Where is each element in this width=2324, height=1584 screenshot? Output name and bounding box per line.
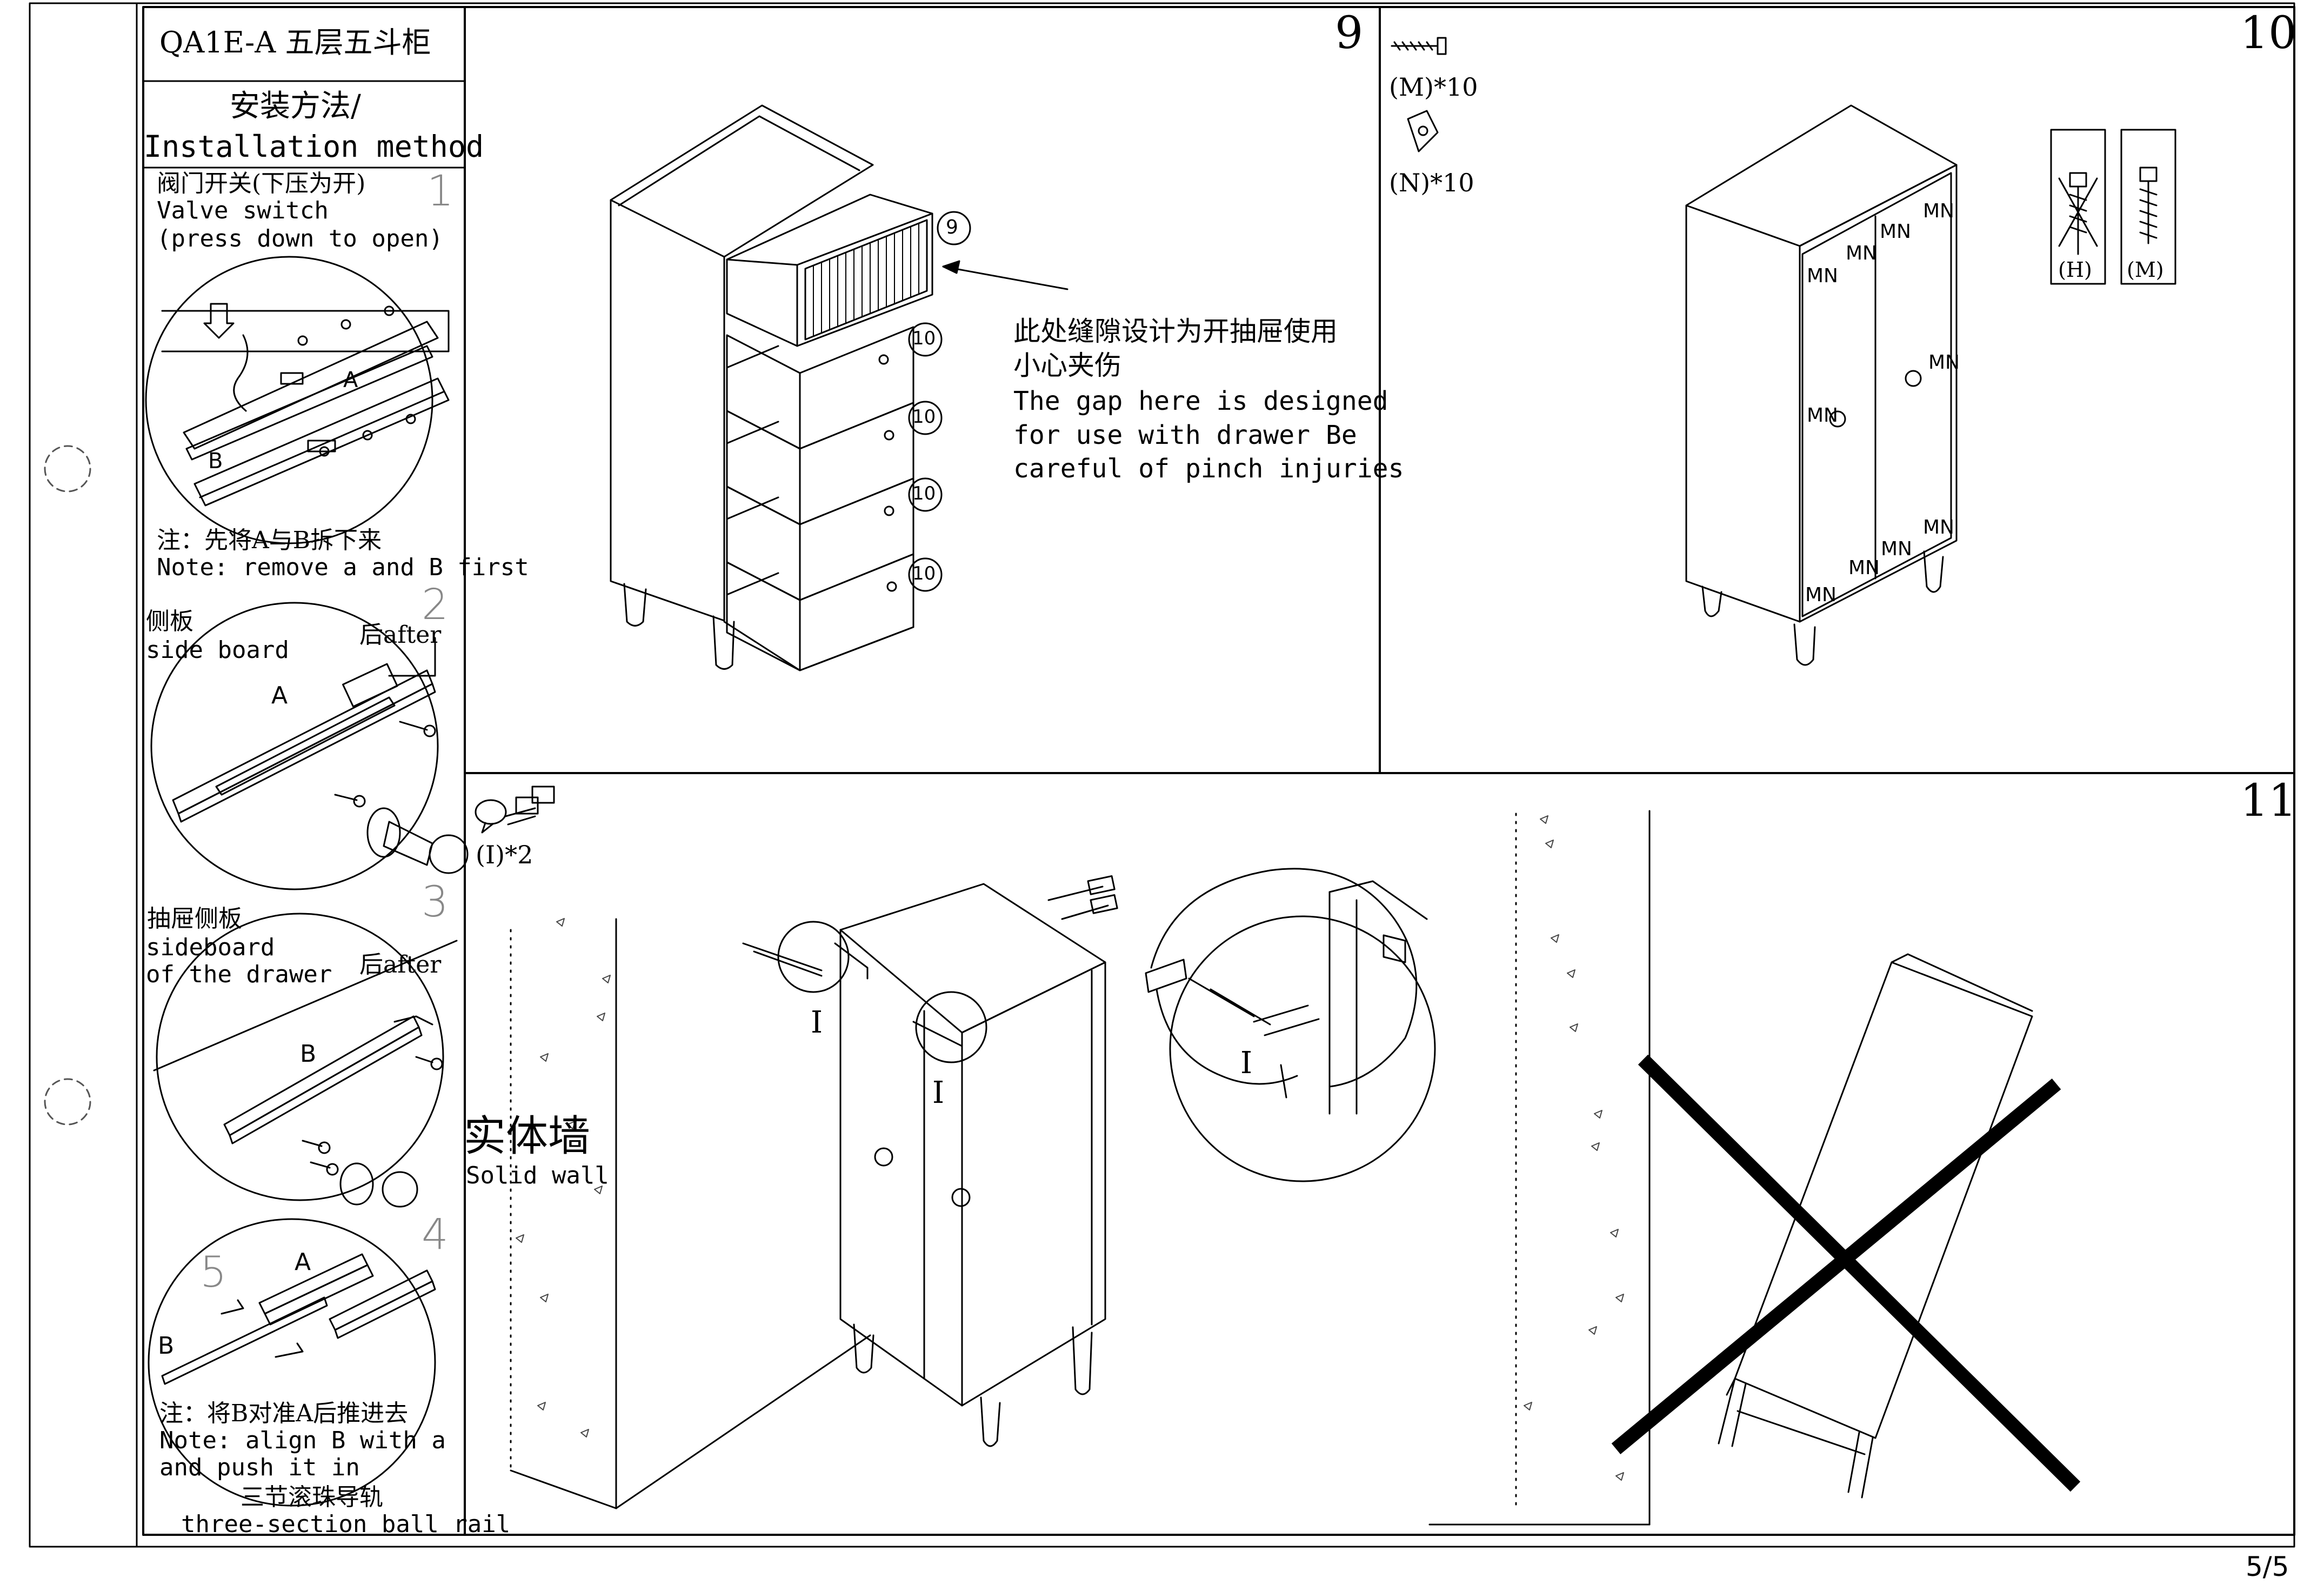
mn-label: MN [1807, 404, 1838, 427]
step11-label-i: I [811, 1005, 823, 1040]
step2-after: 后after [359, 621, 442, 649]
step3-illustration [153, 913, 458, 1208]
method-title-en: Installation method [144, 129, 484, 164]
mn-label: MN [1846, 242, 1877, 264]
step1-en2: (press down to open) [157, 225, 443, 252]
step3-after: 后after [359, 951, 442, 979]
content-frame [142, 6, 2295, 1536]
wall-texture [516, 815, 1624, 1481]
step10-part-m: (M)*10 [1389, 72, 1478, 102]
step2-label-a: A [271, 682, 288, 709]
step9-cabinet-drawing [610, 104, 1068, 671]
step1-en1: Valve switch [157, 197, 329, 224]
sidebar-step1-number: 1 [427, 167, 454, 216]
step9-note-cn2: 小心夹伤 [1013, 350, 1121, 381]
step10-part-n: (N)*10 [1389, 168, 1474, 197]
step3-label-b: B [300, 1040, 317, 1068]
page-number: 5/5 [2246, 1551, 2289, 1582]
step3-en2: of the drawer [146, 961, 332, 988]
mn-label: MN [1807, 265, 1838, 287]
mn-label: MN [1848, 557, 1880, 579]
step1-note-cn: 注：先将A与B拆下来 [157, 527, 382, 554]
step1-illustration [145, 256, 450, 544]
step4-note-en1: Note: align B with a [159, 1427, 446, 1454]
step10-number: 10 [2240, 8, 2297, 59]
mn-label: MN [1881, 538, 1912, 560]
step9-part9-label: 9 [946, 216, 958, 238]
step4-rail-cn: 三节滚珠导轨 [241, 1483, 383, 1511]
step4-label-a: A [295, 1248, 311, 1276]
binder-hole [44, 445, 91, 492]
step4-rail-en: three-section ball rail [181, 1510, 511, 1538]
step2-cn: 侧板 [146, 608, 193, 635]
step4-label-b: B [158, 1332, 175, 1360]
sidebar-step4-number: 4 [422, 1210, 449, 1259]
step9-part10-label: 10 [912, 483, 936, 504]
sidebar-step5-number: 5 [200, 1248, 227, 1297]
mn-label: MN [1923, 516, 1954, 538]
step11-drawing [475, 786, 2033, 1526]
step9-part10-label: 10 [912, 563, 936, 584]
step4-illustration [148, 1218, 436, 1507]
step4-note-en2: and push it in [159, 1454, 360, 1481]
step1-label-a: A [343, 368, 358, 392]
mn-label: MN [1928, 351, 1960, 374]
forbidden-x-mark [1611, 1054, 2081, 1492]
step9-part10-label: 10 [912, 406, 936, 428]
step10-cabinet-drawing [1391, 37, 2176, 666]
step9-note-en1: The gap here is designed [1013, 386, 1388, 416]
solid-wall-en: Solid wall [466, 1162, 609, 1189]
step11-label-i: I [932, 1075, 945, 1110]
mn-label: MN [1805, 584, 1837, 606]
step1-label-b: B [208, 449, 223, 474]
mn-label: MN [1923, 200, 1954, 222]
step9-note-en3: careful of pinch injuries [1013, 454, 1404, 484]
sidebar-step3-number: 3 [422, 878, 449, 927]
step3-cn: 抽屉侧板 [147, 905, 242, 933]
step1-cn: 阀门开关(下压为开) [157, 170, 366, 197]
step11-label-i: I [1240, 1046, 1253, 1081]
method-title-cn: 安装方法/ [230, 89, 361, 124]
step2-en: side board [146, 636, 289, 664]
step3-en1: sideboard [146, 934, 275, 961]
step11-number: 11 [2240, 775, 2297, 827]
step9-note-en2: for use with drawer Be [1013, 420, 1357, 450]
solid-wall-cn: 实体墙 [464, 1112, 591, 1161]
box-h-label: (H) [2058, 258, 2092, 282]
mn-label: MN [1880, 221, 1911, 243]
box-m-label: (M) [2127, 258, 2164, 282]
sidebar-step2-number: 2 [422, 581, 449, 629]
binder-hole [44, 1078, 91, 1126]
step9-part10-label: 10 [912, 328, 936, 349]
step11-part-i: (I)*2 [476, 840, 533, 869]
step2-illustration [150, 602, 469, 890]
model-title: QA1E-A 五层五斗柜 [159, 25, 431, 59]
step9-number: 9 [1335, 8, 1364, 59]
step1-note-en: Note: remove a and B first [157, 554, 529, 581]
step9-note-cn1: 此处缝隙设计为开抽屉使用 [1013, 316, 1338, 347]
step4-note-cn: 注：将B对准A后推进去 [159, 1400, 409, 1427]
